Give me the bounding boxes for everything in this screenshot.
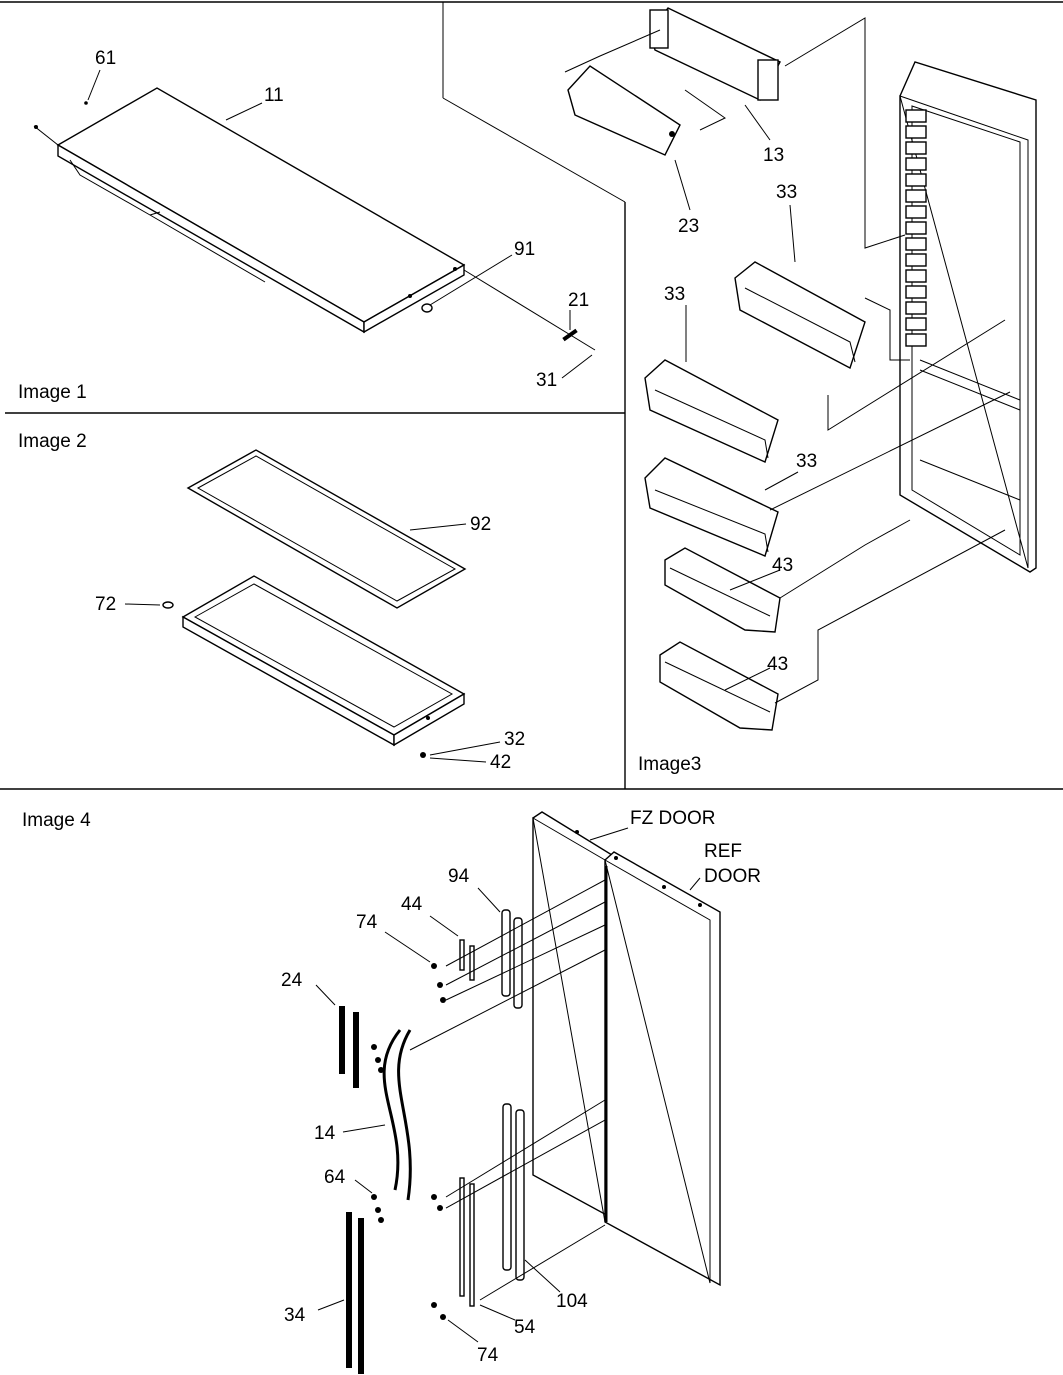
door-ribs bbox=[905, 109, 927, 347]
ref-door-label-line2: DOOR bbox=[704, 866, 761, 887]
part-label-92: 92 bbox=[470, 514, 491, 535]
part-label-64: 64 bbox=[324, 1167, 346, 1188]
part-label-43-lower: 43 bbox=[767, 654, 788, 675]
part-label-33-middle: 33 bbox=[664, 284, 685, 305]
part-label-44: 44 bbox=[401, 894, 423, 915]
part-label-11: 11 bbox=[264, 85, 284, 106]
part-label-74-top: 74 bbox=[356, 912, 378, 933]
part-label-104: 104 bbox=[556, 1291, 588, 1312]
image1-shelf-assembly bbox=[33, 69, 596, 379]
section-dividers bbox=[0, 1, 1063, 790]
part-label-43-upper: 43 bbox=[772, 555, 793, 576]
part-label-32: 32 bbox=[504, 729, 525, 750]
image3-door-bins bbox=[564, 7, 1037, 731]
image4-door-handles bbox=[315, 811, 721, 1374]
fz-door-label: FZ DOOR bbox=[630, 808, 716, 829]
part-label-23: 23 bbox=[678, 216, 699, 237]
section-title-image3: Image3 bbox=[638, 754, 701, 775]
part-label-54: 54 bbox=[514, 1317, 536, 1338]
part-label-74-bottom: 74 bbox=[477, 1345, 499, 1366]
part-label-42: 42 bbox=[490, 752, 511, 773]
part-label-31: 31 bbox=[536, 370, 557, 391]
part-label-61: 61 bbox=[95, 48, 116, 69]
section-title-image2: Image 2 bbox=[18, 431, 87, 452]
section-title-image4: Image 4 bbox=[22, 810, 91, 831]
part-label-13: 13 bbox=[763, 145, 784, 166]
part-label-33-top: 33 bbox=[776, 182, 797, 203]
part-label-21: 21 bbox=[568, 290, 589, 311]
part-label-94: 94 bbox=[448, 866, 470, 887]
part-label-24: 24 bbox=[281, 970, 303, 991]
image2-glass-shelf bbox=[124, 449, 501, 763]
part-label-72: 72 bbox=[95, 594, 116, 615]
part-label-14: 14 bbox=[314, 1123, 336, 1144]
part-label-34: 34 bbox=[284, 1305, 306, 1326]
section-title-image1: Image 1 bbox=[18, 382, 87, 403]
part-label-33-lower: 33 bbox=[796, 451, 817, 472]
part-label-91: 91 bbox=[514, 239, 535, 260]
ref-door-label-line1: REF bbox=[704, 841, 742, 862]
